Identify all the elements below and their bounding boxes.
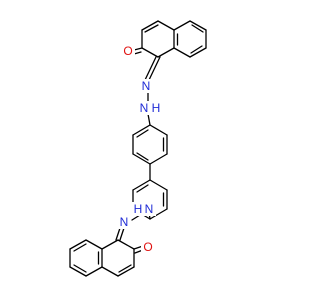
bond-inner	[191, 24, 204, 33]
bond-inner	[136, 129, 149, 138]
bond-inner	[190, 45, 203, 54]
hydrogen-label-top: H	[152, 101, 161, 115]
bond	[141, 47, 159, 58]
bond	[149, 179, 168, 191]
label-bg	[141, 240, 154, 254]
bond	[149, 124, 168, 136]
bond	[69, 239, 87, 250]
molecule-diagram: O N N H H N N O	[69, 20, 207, 277]
label-bg	[132, 202, 144, 216]
bond-n-aryl	[147, 113, 151, 126]
bond	[173, 47, 191, 58]
bond	[85, 266, 103, 277]
bond	[189, 47, 207, 58]
bond-inner	[118, 264, 132, 273]
bond-imine	[144, 56, 157, 81]
label-bg	[140, 79, 153, 93]
bond-inner	[73, 243, 87, 252]
nitrogen-label-top-1: N	[142, 79, 151, 93]
bond	[149, 208, 168, 220]
label-bg	[118, 215, 131, 229]
hydrogen-label-bottom: H	[134, 202, 143, 216]
bond-imine	[148, 56, 161, 81]
oxygen-label-bottom: O	[143, 240, 152, 254]
bond-inner	[136, 152, 149, 161]
label-bg	[138, 101, 151, 115]
bond-inner	[136, 184, 149, 193]
bond	[101, 239, 119, 250]
bond	[117, 266, 135, 277]
label-bg	[122, 44, 135, 58]
bond	[157, 20, 175, 31]
oxygen-label-top: O	[123, 44, 132, 58]
bond	[132, 179, 151, 191]
top-naphthalenone	[133, 20, 207, 81]
bond	[85, 239, 103, 250]
label-bg	[150, 101, 162, 115]
biphenyl-upper-ring	[132, 124, 168, 165]
structure-canvas: O N N H H N N O	[69, 20, 207, 277]
bottom-naphthalenone	[69, 224, 144, 277]
label-bg	[143, 202, 156, 216]
bond	[101, 266, 119, 277]
bond	[117, 239, 135, 250]
nitrogen-label-bottom-1: N	[145, 202, 154, 216]
top-hydrazone-linker	[147, 91, 151, 126]
bond	[149, 153, 168, 165]
bond	[189, 20, 207, 31]
bond	[132, 153, 151, 165]
nitrogen-label-top-2: N	[140, 101, 149, 115]
bond	[132, 124, 151, 136]
bond	[173, 20, 191, 31]
bond	[141, 20, 159, 31]
nitrogen-label-bottom-2: N	[120, 215, 129, 229]
bond-inner	[144, 24, 159, 33]
bond	[157, 47, 175, 58]
bond	[69, 266, 87, 277]
atom-labels: O N N H H N N O	[118, 44, 162, 254]
bond-carbonyl	[133, 47, 143, 51]
bond-carbonyl	[133, 51, 142, 55]
bond-inner	[73, 264, 87, 273]
